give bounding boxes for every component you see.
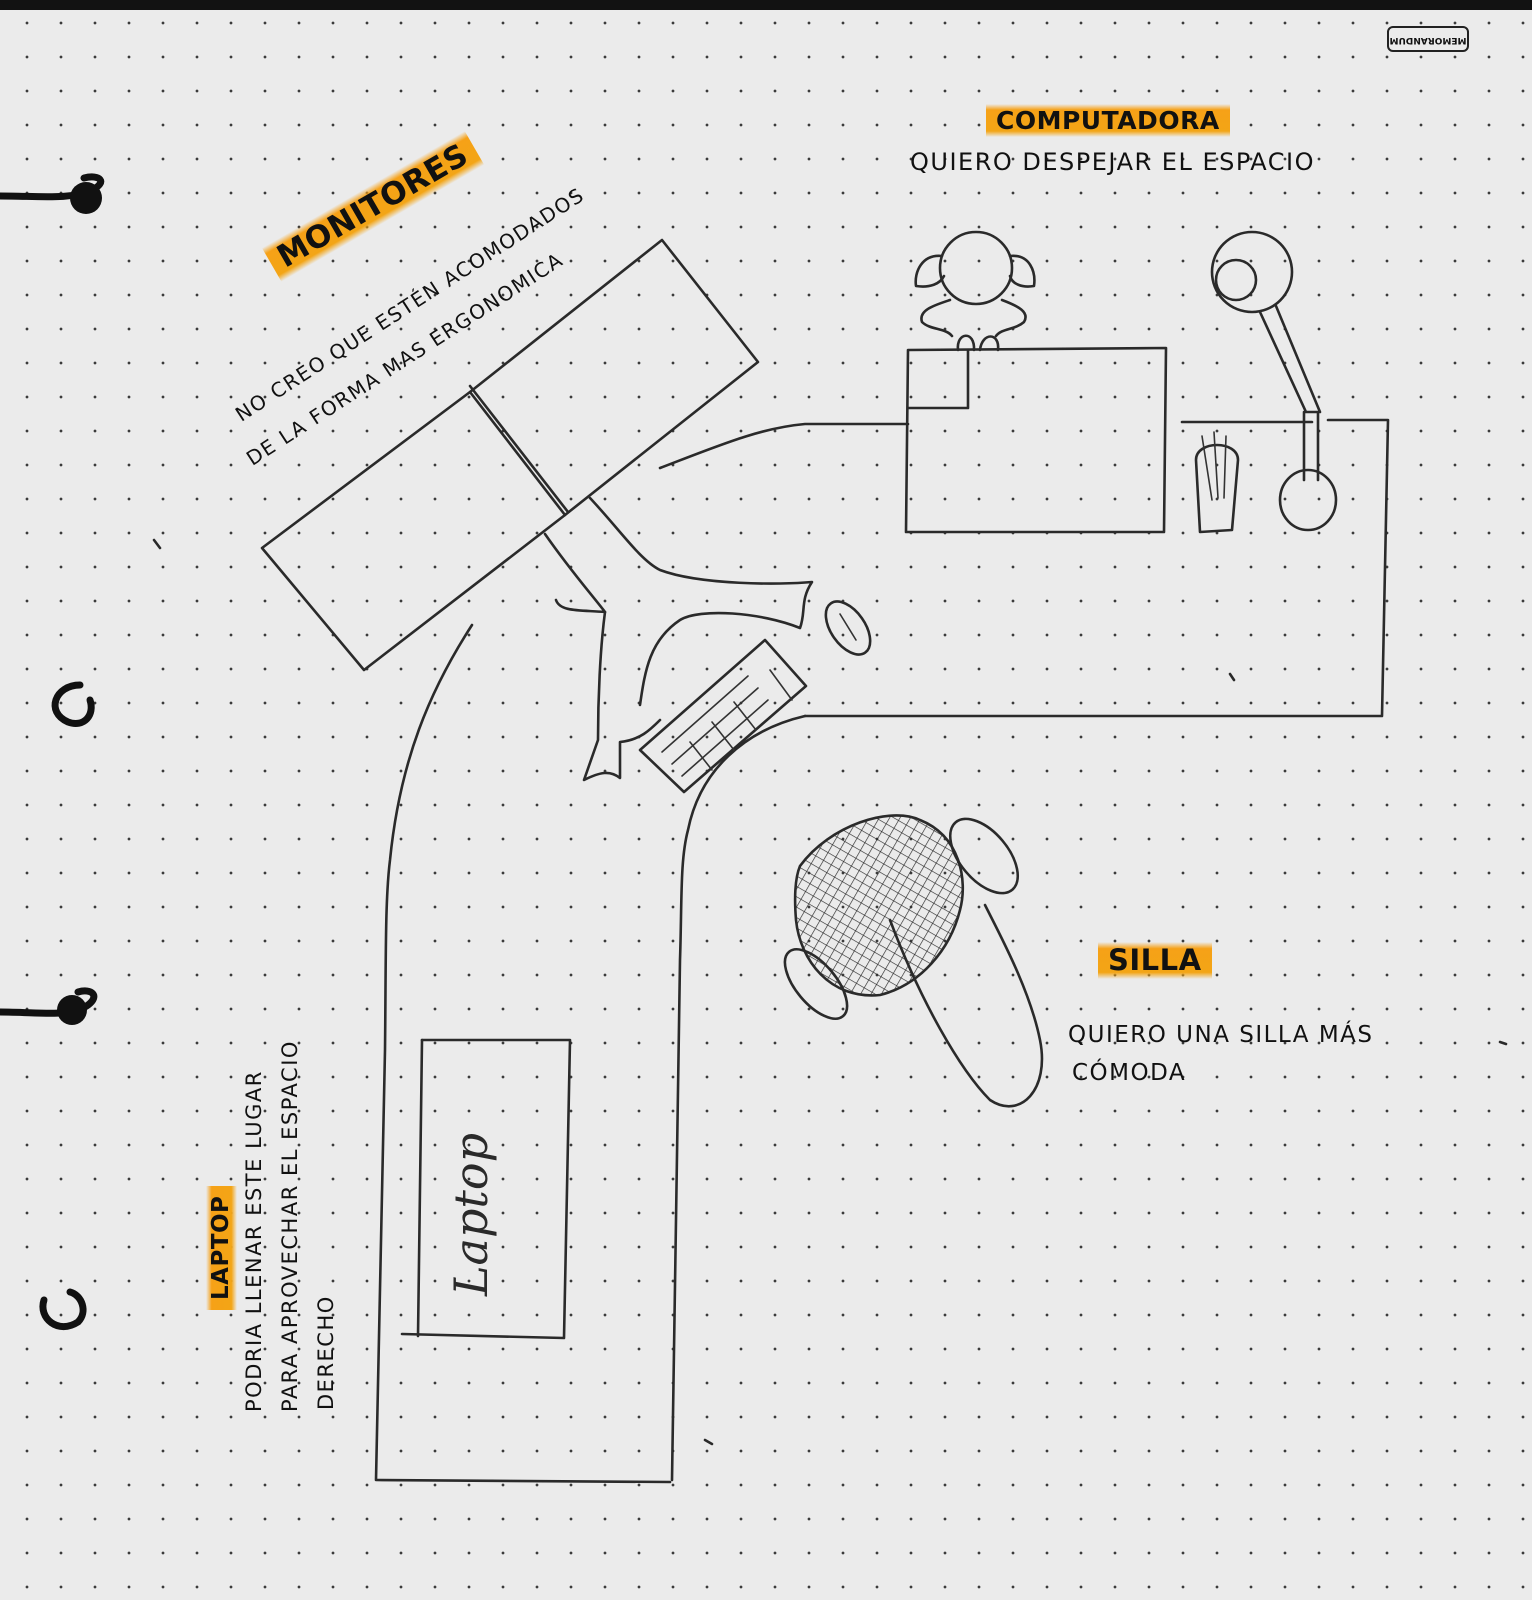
binder-ring-hole-3 xyxy=(57,995,87,1025)
laptop-box xyxy=(400,1038,572,1340)
lamp-head xyxy=(1210,230,1294,314)
monitor-stand-base xyxy=(582,610,662,782)
notebook-brand-stamp: MEMORANDUM xyxy=(1387,26,1469,52)
computer-tower-corner xyxy=(906,348,970,410)
laptop-note-line2: PARA APROVECHAR EL ESPACIO xyxy=(278,1040,302,1412)
laptop-note-line3: DERECHO xyxy=(314,1295,338,1410)
binder-rings xyxy=(0,173,105,1331)
dual-monitors xyxy=(260,238,814,782)
monitor-divider xyxy=(468,384,570,514)
mouse-line xyxy=(839,613,857,641)
office-chair xyxy=(783,814,1044,1108)
lamp-base xyxy=(1278,468,1338,532)
laptop-outline-left xyxy=(416,1038,424,1338)
binder-ring-2 xyxy=(51,681,95,727)
ink-specks xyxy=(152,538,1508,1446)
figure-ear-right xyxy=(1008,254,1036,288)
top-edge xyxy=(0,0,1532,10)
monitor-stand-right xyxy=(588,496,814,707)
monitor-right xyxy=(468,238,760,517)
laptop-box-label: Laptop xyxy=(444,1132,498,1296)
silla-heading: SILLA xyxy=(1098,942,1212,979)
silla-note-line2: CÓMODA xyxy=(1072,1060,1187,1086)
laptop-outline xyxy=(400,1038,572,1340)
figure-hands xyxy=(956,334,1000,352)
pencils xyxy=(1201,431,1227,501)
binder-ring-4 xyxy=(39,1288,87,1331)
lamp-bulb xyxy=(1214,258,1258,302)
chair-seat xyxy=(888,903,1044,1108)
figure-ear-left xyxy=(914,254,946,288)
computer-area xyxy=(904,230,1338,534)
keyboard xyxy=(638,638,808,794)
computer-tower xyxy=(904,346,1168,534)
desk-outer-curve xyxy=(374,623,672,1484)
monitor-stand-left xyxy=(543,532,607,614)
chair-backrest xyxy=(793,814,964,997)
computadora-note: QUIERO DESPEJAR EL ESPACIO xyxy=(910,148,1316,176)
laptop-note-line1: PODRIA LLENAR ESTE LUGAR xyxy=(242,1070,266,1412)
chair-armrest-left xyxy=(783,948,849,1020)
desk-top-edge-left xyxy=(658,422,910,470)
figure-head xyxy=(938,230,1014,306)
binder-ring-3 xyxy=(0,987,98,1017)
keyboard-and-mouse xyxy=(638,600,872,794)
laptop-heading: LAPTOP xyxy=(206,1185,237,1310)
lamp-arm xyxy=(1258,304,1322,482)
desk-inner-curve xyxy=(670,714,807,1482)
desk-outline xyxy=(374,418,1390,1484)
desk-right-edge xyxy=(803,418,1390,718)
binder-ring-hole-1 xyxy=(70,182,102,214)
stray-marks xyxy=(152,538,1508,1446)
silla-note-line1: QUIERO UNA SILLA MÁS xyxy=(1068,1022,1374,1048)
mouse xyxy=(824,600,872,656)
keyboard-keys xyxy=(661,669,793,777)
chair-armrest-right xyxy=(948,817,1020,895)
figure-arms xyxy=(920,298,1027,338)
computadora-heading: COMPUTADORA xyxy=(986,104,1230,137)
